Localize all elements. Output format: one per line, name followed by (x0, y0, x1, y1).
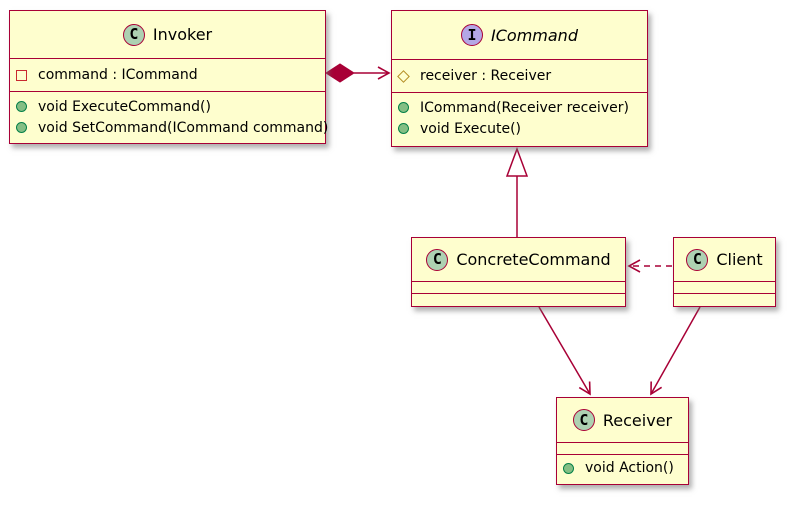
class-name: Receiver (602, 410, 673, 430)
field-text: receiver : Receiver (420, 68, 552, 84)
interface-icommand-title: I ICommand (392, 11, 647, 59)
method-row: void Action() (557, 455, 688, 481)
class-letter: C (692, 250, 702, 268)
method-text: void ExecuteCommand() (38, 98, 211, 115)
class-letter: C (432, 250, 442, 268)
methods-compartment-empty (412, 293, 625, 305)
public-method-circle-icon (16, 122, 27, 133)
methods-compartment: void Action() (557, 454, 688, 481)
field-text: command : ICommand (38, 67, 198, 83)
public-method-circle-icon (398, 123, 409, 134)
class-concretecommand: C ConcreteCommand (411, 237, 626, 307)
method-row: ICommand(Receiver receiver) (392, 97, 647, 118)
class-letter: C (579, 410, 589, 429)
method-text: void Action() (585, 460, 674, 476)
interface-name: ICommand (491, 25, 578, 45)
edge-concretecommand-receiver-association (538, 306, 591, 396)
class-letter-icon: C (122, 23, 145, 46)
fields-compartment: receiver : Receiver (392, 59, 647, 92)
edge-client-receiver-association (650, 306, 701, 396)
edge-invoker-icommand-composition (325, 63, 391, 83)
field-row: command : ICommand (10, 59, 325, 91)
class-receiver: C Receiver void Action() (556, 397, 689, 485)
class-invoker-title: C Invoker (10, 11, 325, 58)
fields-compartment-empty (557, 442, 688, 454)
interface-letter-icon: I (461, 24, 484, 46)
field-row: receiver : Receiver (392, 60, 647, 92)
methods-compartment: void ExecuteCommand() void SetCommand(IC… (10, 91, 329, 143)
class-receiver-title: C Receiver (557, 398, 688, 442)
fields-compartment-empty (412, 281, 625, 293)
methods-compartment-empty (674, 293, 775, 305)
class-name: Invoker (152, 25, 213, 44)
class-letter-icon: C (426, 248, 449, 271)
class-concretecommand-title: C ConcreteCommand (412, 238, 625, 281)
class-invoker: C Invoker command : ICommand void Execut… (9, 10, 329, 144)
method-text: void SetCommand(ICommand command) (38, 119, 329, 136)
public-method-circle-icon (16, 101, 27, 112)
class-client-title: C Client (674, 238, 775, 281)
interface-letter: I (467, 25, 477, 44)
fields-compartment: command : ICommand (10, 58, 325, 91)
method-row: void SetCommand(ICommand command) (10, 117, 329, 138)
class-client: C Client (673, 237, 776, 307)
interface-icommand: I ICommand receiver : Receiver ICommand(… (391, 10, 648, 147)
protected-field-diamond-icon (397, 69, 410, 83)
method-text: ICommand(Receiver receiver) (420, 99, 629, 116)
fields-compartment-empty (674, 281, 775, 293)
class-letter-icon: C (572, 409, 595, 431)
methods-compartment: ICommand(Receiver receiver) void Execute… (392, 92, 647, 146)
class-name: Client (716, 250, 763, 269)
private-field-square-icon (16, 69, 27, 81)
public-method-circle-icon (563, 462, 574, 474)
class-letter: C (129, 25, 139, 43)
class-letter-icon: C (686, 248, 709, 271)
edge-concretecommand-icommand-generalization (505, 146, 529, 237)
public-method-circle-icon (398, 102, 409, 113)
method-row: void ExecuteCommand() (10, 96, 325, 117)
method-text: void Execute() (420, 120, 521, 137)
method-row: void Execute() (392, 118, 647, 139)
class-name: ConcreteCommand (456, 250, 611, 269)
